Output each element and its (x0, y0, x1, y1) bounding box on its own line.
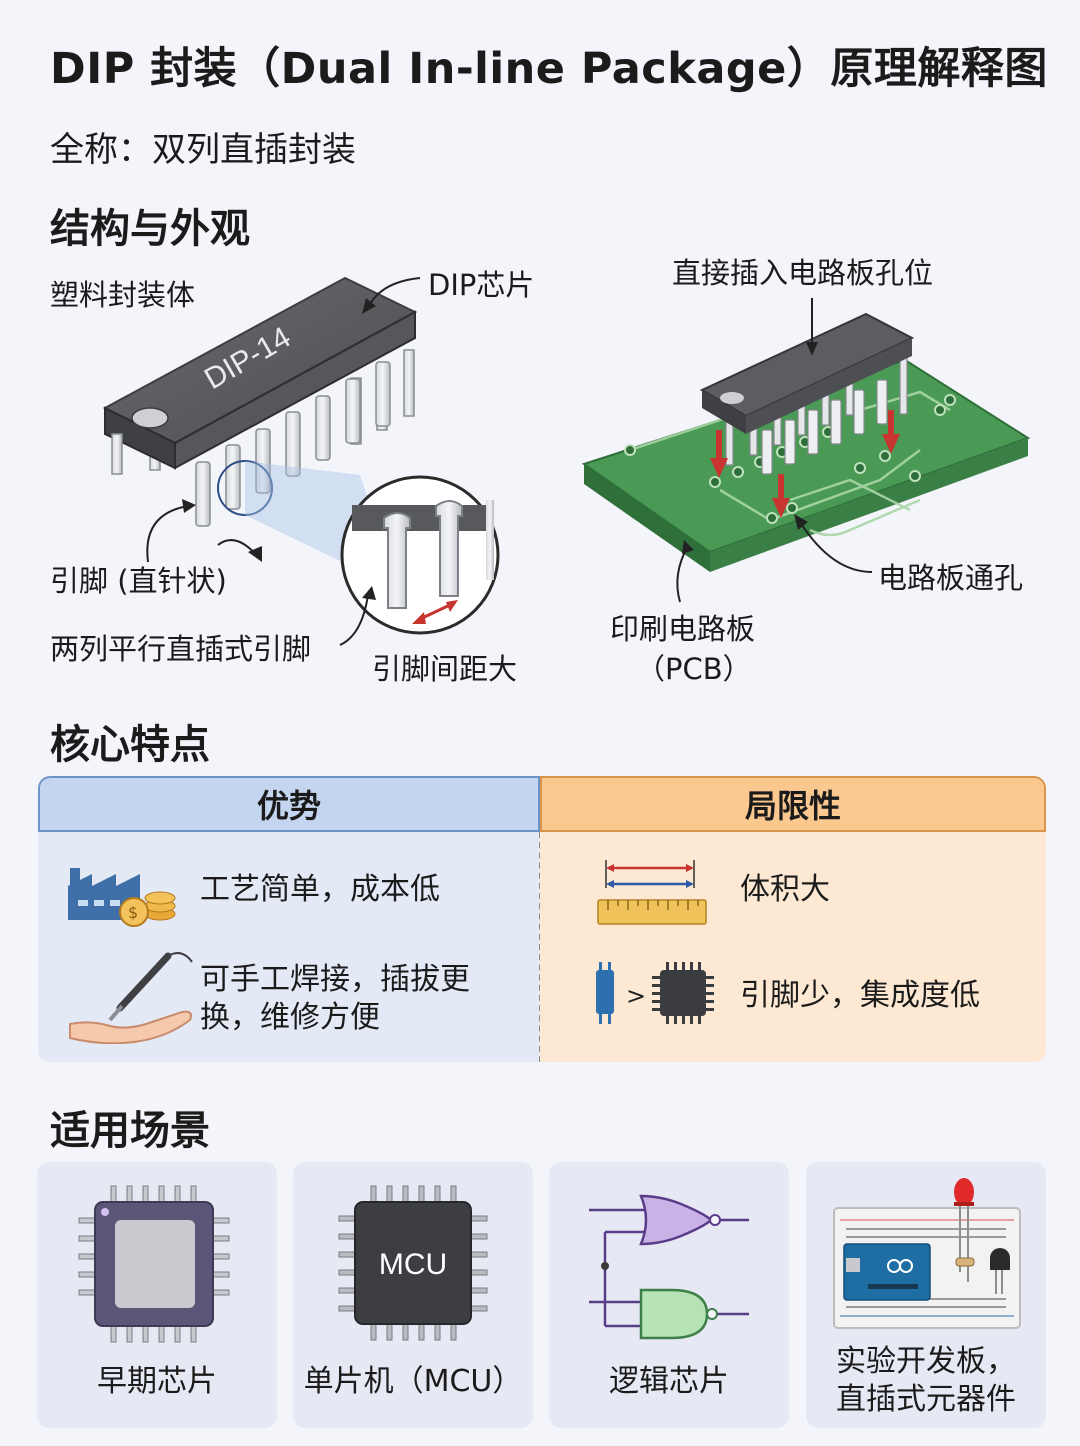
breadboard-icon (833, 1178, 1021, 1329)
scenario-card-logic: 逻辑芯片 (549, 1162, 789, 1428)
chip-compare-icon: > (596, 962, 714, 1024)
scenario-card-mcu: MCU 单片机（MCU） (293, 1162, 533, 1428)
page-subtitle: 全称：双列直插封装 (50, 130, 356, 170)
soldering-hand-icon (69, 952, 193, 1044)
limitation-1-text: 体积大 (740, 872, 830, 907)
features-table: 优势 $ 工艺简单，成本低 可手工焊接，插拔更 换，维修方便 局限性 (38, 776, 1046, 1062)
dip-chip-illustration: DIP-14 (102, 276, 500, 646)
advantages-column: 优势 $ 工艺简单，成本低 可手工焊接，插拔更 换，维修方便 (38, 776, 540, 1062)
limitations-column: 局限性 体积大 > (540, 776, 1046, 1062)
section-features-heading: 核心特点 (50, 722, 210, 768)
advantage-2-line1: 可手工焊接，插拔更 (200, 962, 470, 997)
advantage-1-text: 工艺简单，成本低 (200, 872, 440, 907)
scenario-label-early-chip: 早期芯片 (97, 1364, 217, 1399)
section-structure-heading: 结构与外观 (50, 206, 250, 252)
scenario-label-logic: 逻辑芯片 (609, 1364, 729, 1399)
mcu-chip-icon: MCU (338, 1185, 488, 1341)
limitation-2-text: 引脚少，集成度低 (740, 978, 980, 1013)
label-two-rows: 两列平行直插式引脚 (50, 632, 312, 666)
label-plastic-body: 塑料封装体 (50, 278, 196, 312)
page-title: DIP 封装（Dual In-line Package）原理解释图 (50, 44, 1048, 94)
limitations-header: 局限性 (540, 776, 1046, 832)
label-pins: 引脚 (直针状) (50, 564, 227, 598)
scenario-card-early-chip: 早期芯片 (37, 1162, 277, 1428)
scenario-label-mcu: 单片机（MCU） (303, 1364, 523, 1399)
early-chip-icon (78, 1185, 230, 1343)
label-pcb: 印刷电路板 (610, 612, 756, 646)
mcu-chip-text: MCU (379, 1248, 447, 1281)
magnified-pins (352, 500, 494, 609)
scenario-card-breadboard: 实验开发板， 直插式元器件 (806, 1162, 1046, 1428)
pcb-illustration (581, 298, 1031, 603)
scenario-label-breadboard-line2: 直插式元器件 (836, 1382, 1016, 1417)
logic-gate-icon (589, 1194, 749, 1340)
scenario-label-breadboard-line1: 实验开发板， (836, 1344, 1016, 1379)
compare-symbol: > (626, 982, 646, 1010)
section-scenarios-heading: 适用场景 (50, 1108, 210, 1154)
front-pins (111, 361, 391, 527)
label-insert-holes: 直接插入电路板孔位 (672, 256, 934, 290)
label-pcb-abbr: （PCB） (636, 652, 752, 686)
advantages-header: 优势 (38, 776, 540, 832)
label-through-holes: 电路板通孔 (878, 561, 1024, 595)
label-pin-pitch: 引脚间距大 (372, 652, 518, 686)
factory-coins-icon: $ (68, 868, 176, 927)
advantage-2-line2: 换，维修方便 (200, 1000, 380, 1035)
label-dip-chip: DIP芯片 (428, 268, 535, 302)
svg-text:$: $ (128, 903, 138, 922)
ruler-icon (597, 860, 707, 925)
